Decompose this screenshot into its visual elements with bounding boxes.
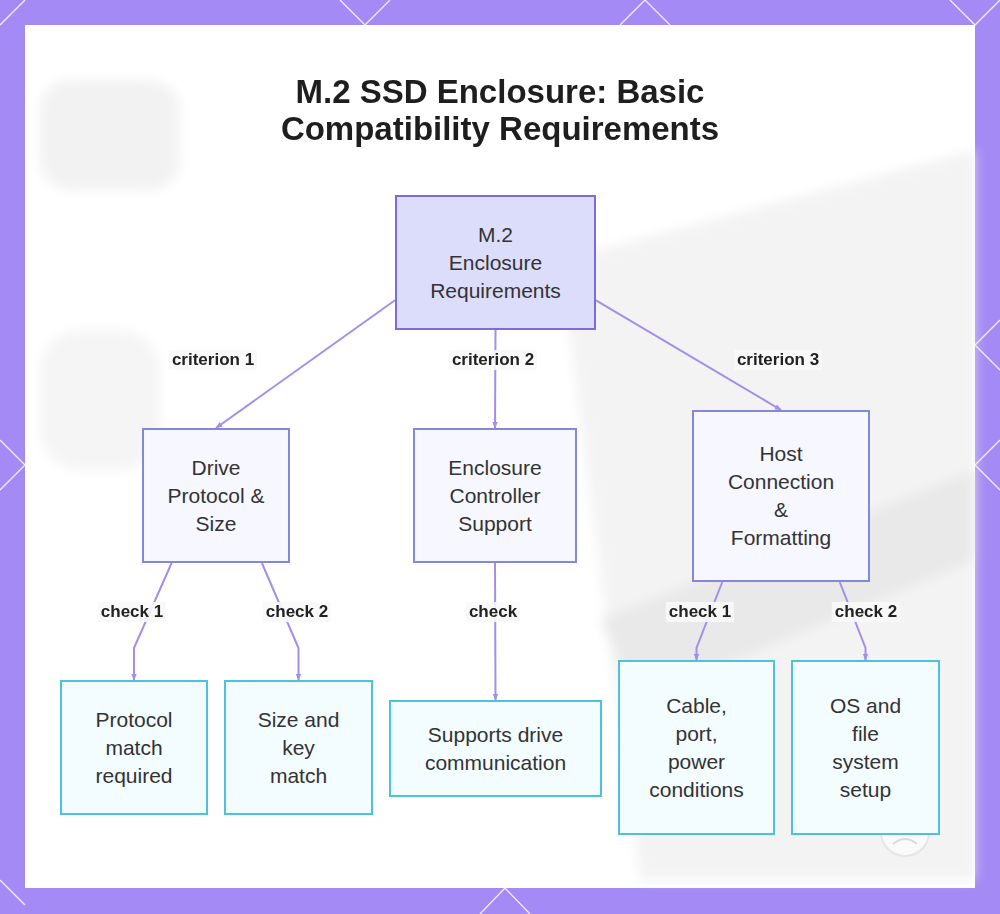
criterion-box: Drive Protocol & Size <box>142 428 290 563</box>
root-box: M.2 Enclosure Requirements <box>395 195 596 330</box>
node-text: Enclosure Controller Support <box>439 454 551 538</box>
diagram-title: M.2 SSD Enclosure: Basic Compatibility R… <box>230 73 770 147</box>
connector-line <box>494 563 497 700</box>
node-text: Host Connection & Formatting <box>725 440 837 552</box>
edge-label: check 1 <box>666 602 734 622</box>
check-box: Protocol match required <box>60 680 208 815</box>
edge-label: check 2 <box>832 602 900 622</box>
criterion-box: Host Connection & Formatting <box>692 410 870 582</box>
node-text: Size and key match <box>256 706 341 790</box>
criterion-box: Enclosure Controller Support <box>413 428 577 563</box>
edge-label: criterion 1 <box>169 350 257 370</box>
edge-label: check 1 <box>98 602 166 622</box>
check-box: OS and file system setup <box>791 660 940 835</box>
page-area <box>25 25 975 888</box>
edge-label: criterion 3 <box>734 350 822 370</box>
check-box: Supports drive communication <box>389 700 602 797</box>
node-text: Drive Protocol & Size <box>166 454 266 538</box>
node-text: OS and file system setup <box>821 692 910 804</box>
check-box: Size and key match <box>224 680 373 815</box>
connector-line <box>494 330 497 428</box>
edge-label: check <box>466 602 520 622</box>
node-text: Supports drive communication <box>401 721 590 777</box>
background-illustration <box>40 80 975 880</box>
node-text: Cable, port, power conditions <box>646 692 747 804</box>
edge-label: check 2 <box>263 602 331 622</box>
edge-label: criterion 2 <box>449 350 537 370</box>
check-box: Cable, port, power conditions <box>618 660 775 835</box>
node-text: Protocol match required <box>84 706 184 790</box>
node-text: M.2 Enclosure Requirements <box>430 221 561 305</box>
